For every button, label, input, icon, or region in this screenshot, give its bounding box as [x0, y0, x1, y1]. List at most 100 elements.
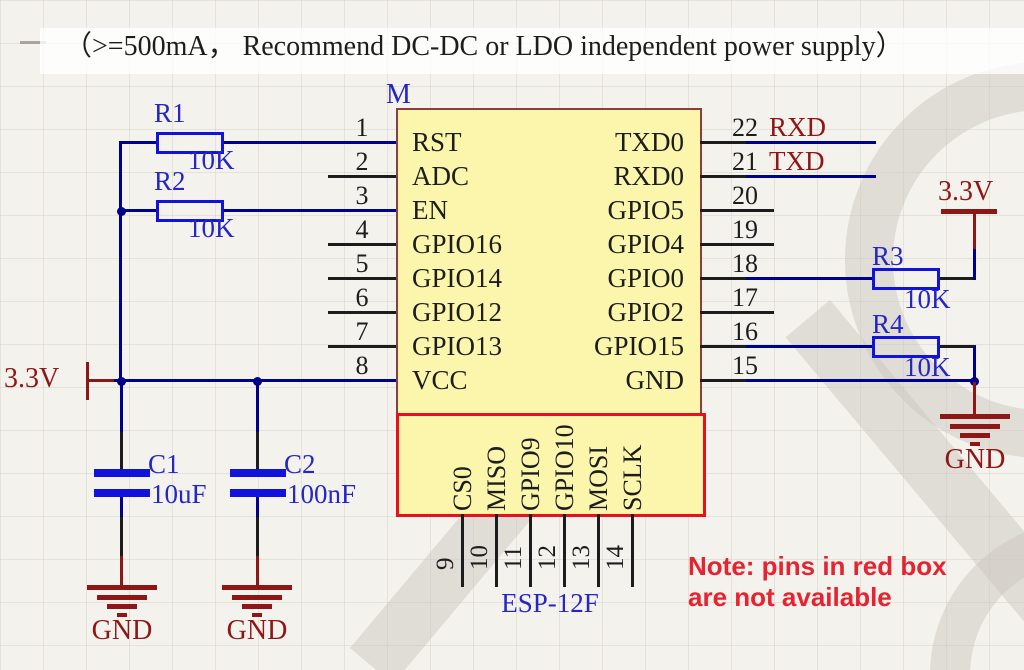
pin-number-bottom: 12	[534, 545, 561, 570]
pin-number-right: 17	[732, 283, 758, 312]
wire	[940, 345, 976, 348]
unavailable-pins-red-box	[396, 413, 706, 517]
pin-stub	[529, 514, 532, 587]
gnd-symbol	[242, 604, 272, 609]
pin-number-left: 7	[355, 317, 369, 346]
wire	[256, 517, 259, 556]
net-label-txd: TXD	[769, 146, 825, 176]
wire	[940, 277, 976, 280]
pin-number-left: 5	[355, 249, 369, 278]
wire	[120, 497, 123, 517]
part-label-esp12f: ESP-12F	[501, 588, 599, 618]
pin-number-right: 21	[732, 147, 758, 176]
capacitor-C1-plate	[94, 489, 150, 497]
power-label-3v3-left: 3.3V	[4, 363, 60, 394]
ic-designator: M	[386, 79, 411, 110]
pin-name-bottom: GPIO9	[516, 437, 545, 511]
gnd-label: GND	[226, 615, 288, 646]
pin-number-bottom: 11	[500, 545, 527, 570]
wire	[120, 383, 123, 432]
pin-number-left: 6	[355, 283, 369, 312]
pin-name-bottom: MOSI	[584, 445, 613, 511]
pin-number-bottom: 9	[432, 557, 459, 571]
wire	[256, 497, 259, 517]
resistor-value: 10K	[188, 145, 235, 175]
wire	[256, 432, 259, 469]
capacitor-C2-plate	[230, 469, 286, 477]
pin-name-right: GPIO4	[607, 229, 684, 259]
wire	[120, 432, 123, 469]
wire	[746, 277, 872, 280]
wire	[973, 249, 976, 280]
pin-number-left: 2	[355, 147, 369, 176]
pin-name-bottom: MISO	[482, 445, 511, 511]
pin-stub	[328, 175, 397, 178]
wire	[256, 383, 259, 432]
pin-stub	[495, 514, 498, 587]
capacitor-C1-plate	[94, 469, 150, 477]
gnd-symbol	[970, 442, 980, 446]
gnd-label: GND	[944, 444, 1006, 475]
pin-stub	[328, 345, 397, 348]
pin-number-left: 3	[355, 181, 369, 210]
wire	[746, 141, 876, 144]
gnd-symbol	[252, 613, 262, 617]
pin-stub	[700, 141, 746, 144]
pin-number-left: 1	[355, 113, 369, 142]
pin-number-bottom: 10	[466, 545, 493, 570]
note-text: Note: pins in red box are not available	[688, 551, 947, 613]
pin-number-right: 15	[732, 351, 758, 380]
wire	[222, 209, 397, 212]
gnd-symbol	[232, 595, 282, 600]
pin-name-left: VCC	[412, 365, 468, 395]
pin-name-right: GPIO2	[607, 297, 684, 327]
wire	[119, 141, 122, 382]
wire	[973, 346, 976, 382]
pin-number-bottom: 14	[602, 545, 629, 570]
title-band	[40, 28, 1024, 74]
pin-name-left: ADC	[412, 161, 470, 191]
wire	[222, 141, 397, 144]
junction-dot	[117, 377, 126, 386]
pin-stub	[700, 311, 774, 314]
wire	[973, 213, 976, 249]
net-label-rxd: RXD	[769, 112, 827, 142]
power-bar	[86, 362, 89, 400]
capacitor-value: 10uF	[151, 479, 207, 509]
wire	[746, 175, 876, 178]
resistor-value: 10K	[188, 213, 235, 243]
pin-name-bottom: GPIO10	[550, 424, 579, 511]
pin-name-right: GPIO0	[607, 263, 684, 293]
wire	[120, 517, 123, 556]
pin-name-right: GPIO5	[607, 195, 684, 225]
pin-number-right: 16	[732, 317, 758, 346]
pin-name-left: GPIO14	[412, 263, 503, 293]
gnd-symbol	[940, 414, 1010, 419]
resistor-R4	[872, 336, 940, 358]
power-label-3v3-right: 3.3V	[938, 176, 994, 207]
pin-name-right: TXD0	[615, 127, 684, 157]
wire	[746, 345, 872, 348]
capacitor-C2-plate	[230, 489, 286, 497]
pin-stub	[700, 175, 746, 178]
wire	[973, 382, 976, 414]
capacitor-value: 100nF	[287, 479, 357, 509]
pin-stub	[563, 514, 566, 587]
gnd-symbol	[950, 424, 1000, 429]
resistor-R1	[156, 132, 224, 154]
wire	[256, 556, 259, 585]
resistor-R3	[872, 268, 940, 290]
pin-number-right: 20	[732, 181, 758, 210]
resistor-R2	[156, 200, 224, 222]
note-line-2: are not available	[688, 582, 892, 612]
wire	[121, 141, 158, 144]
junction-dot	[117, 207, 126, 216]
resistor-value: 10K	[904, 352, 951, 382]
junction-dot	[970, 377, 979, 386]
wire	[120, 556, 123, 585]
pin-number-left: 4	[355, 215, 369, 244]
pin-name-bottom: SCLK	[618, 444, 647, 511]
pin-stub	[700, 209, 774, 212]
gnd-symbol	[97, 595, 147, 600]
